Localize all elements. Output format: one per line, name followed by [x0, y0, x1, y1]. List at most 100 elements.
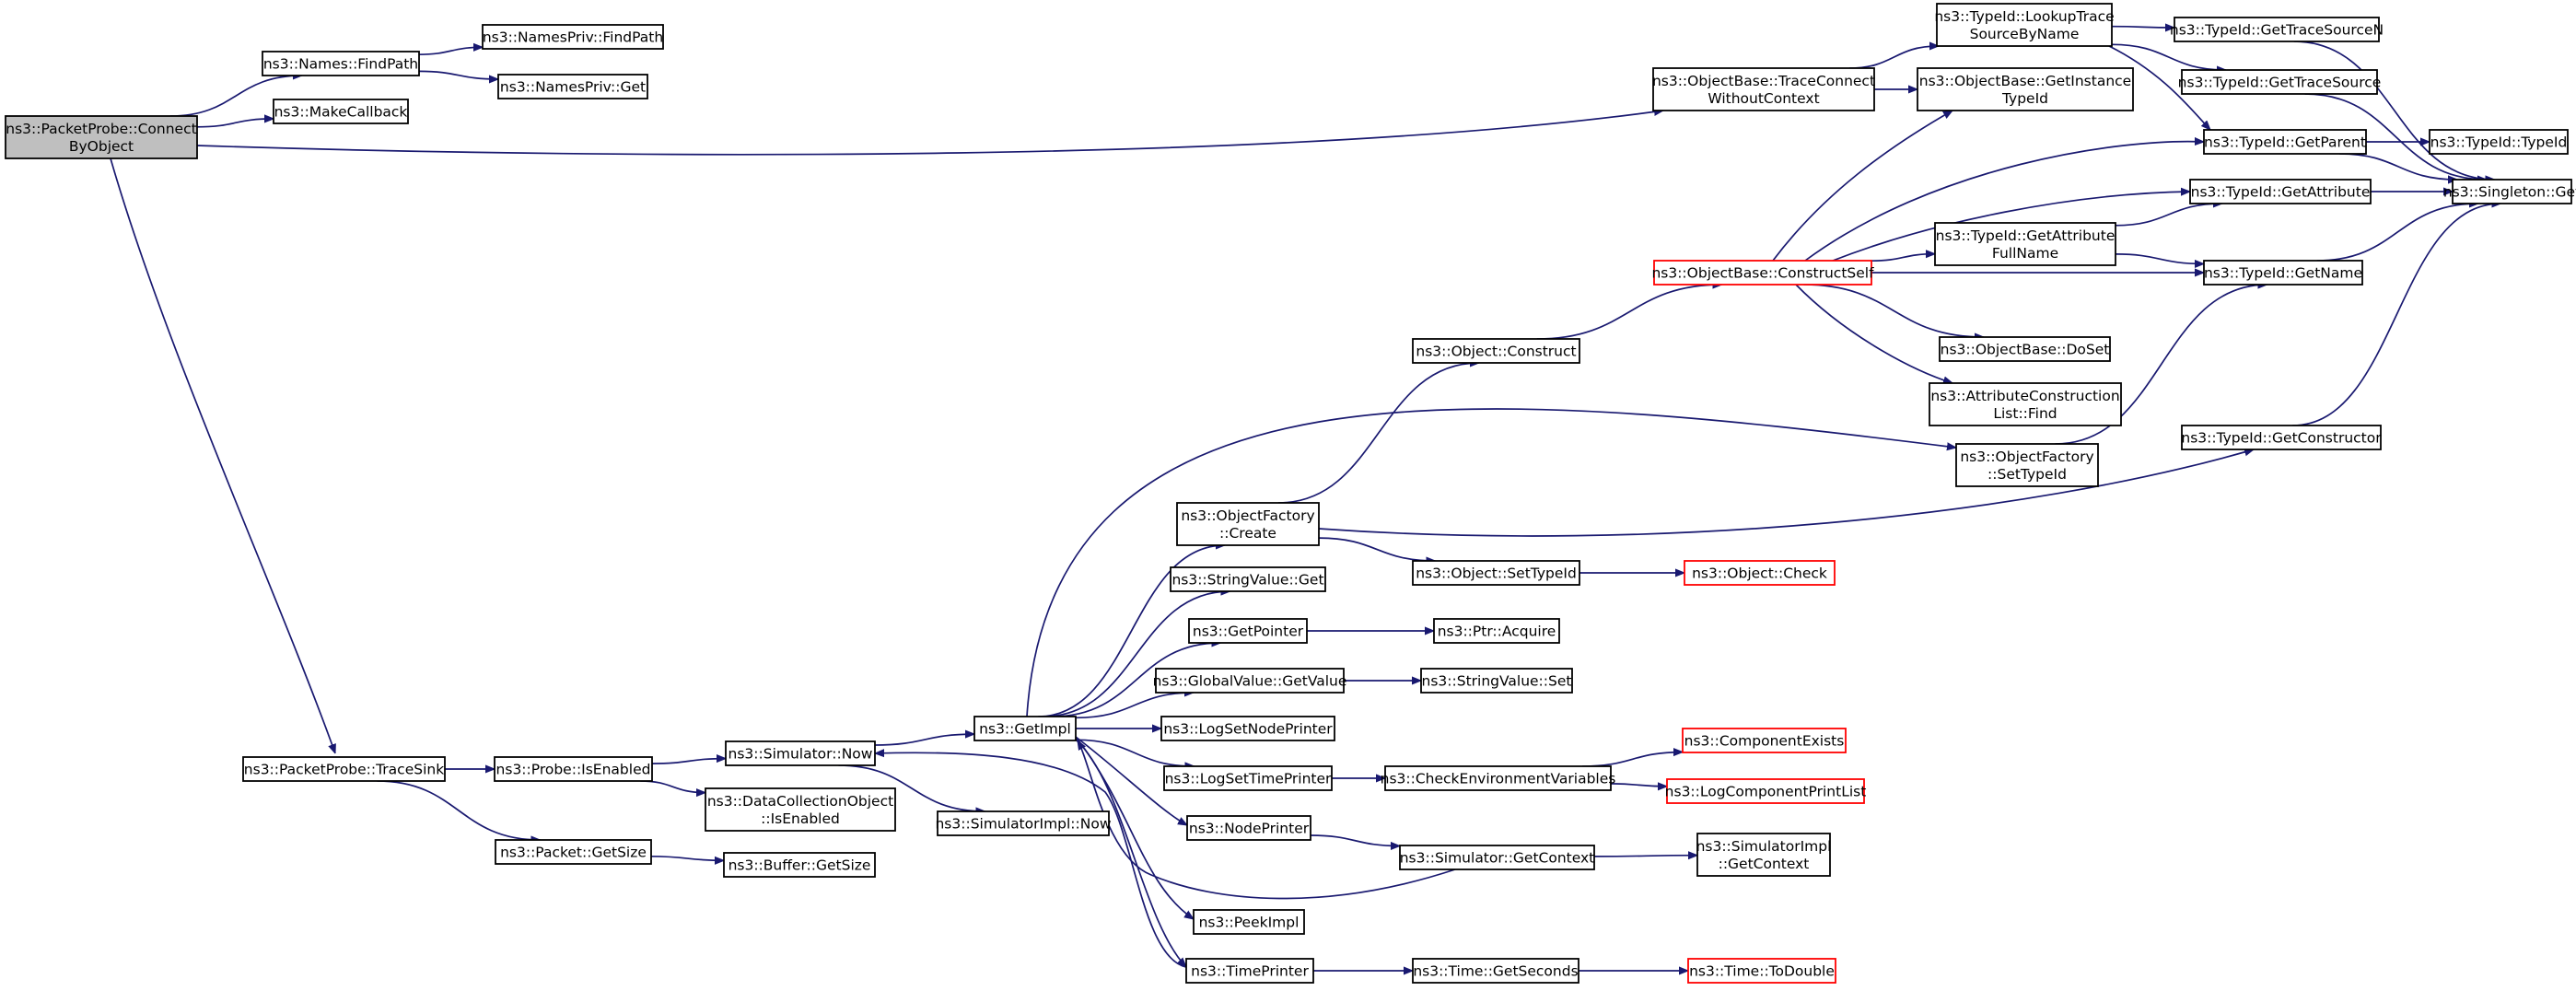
node-doset[interactable]: ns3::ObjectBase::DoSet — [1939, 336, 2111, 362]
node-label: ns3::Buffer::GetSize — [729, 857, 871, 874]
node-getpointer[interactable]: ns3::GetPointer — [1188, 618, 1308, 644]
node-objconstruct[interactable]: ns3::Object::Construct — [1412, 338, 1580, 364]
node-box — [1384, 765, 1612, 791]
edge-getimpl-to-ofcreate — [1038, 545, 1225, 717]
node-getimpl[interactable]: ns3::GetImpl — [973, 716, 1077, 741]
edge-line — [2293, 41, 2495, 180]
node-findpath[interactable]: ns3::Names::FindPath — [262, 51, 420, 76]
edge-probeisenabled-to-dcoisenabled — [640, 780, 705, 793]
edge-line — [1277, 363, 1479, 504]
edge-line — [1052, 643, 1221, 717]
node-label: ns3::Simulator::GetContext — [1400, 850, 1595, 867]
node-label: ns3::NamesPriv::FindPath — [483, 29, 663, 46]
node-objcheck[interactable]: ns3::Object::Check — [1684, 560, 1836, 586]
node-constructself[interactable]: ns3::ObjectBase::ConstructSelf — [1651, 260, 1874, 286]
node-dcoisenabled[interactable]: ns3::DataCollectionObject::IsEnabled — [705, 787, 896, 832]
node-timetodouble[interactable]: ns3::Time::ToDouble — [1687, 958, 1836, 984]
edge-line — [1077, 740, 1456, 900]
node-box — [497, 74, 648, 99]
node-objsettypeid[interactable]: ns3::Object::SetTypeId — [1412, 560, 1580, 586]
node-ofcreate[interactable]: ns3::ObjectFactory::Create — [1176, 502, 1320, 546]
node-probeisenabled[interactable]: ns3::Probe::IsEnabled — [494, 756, 653, 782]
node-getparent[interactable]: ns3::TypeId::GetParent — [2203, 129, 2367, 155]
node-box — [262, 51, 420, 76]
node-label: ns3::Singleton::Get — [2443, 184, 2576, 201]
node-typeid[interactable]: ns3::TypeId::TypeId — [2429, 129, 2569, 155]
node-logcomplist[interactable]: ns3::LogComponentPrintList — [1665, 778, 1867, 804]
node-label: ns3::LogComponentPrintList — [1665, 784, 1867, 800]
node-box — [1936, 3, 2113, 47]
node-box — [1170, 566, 1326, 592]
node-logsetnode[interactable]: ns3::LogSetNodePrinter — [1160, 716, 1335, 741]
node-strvalset[interactable]: ns3::StringValue::Set — [1420, 668, 1573, 694]
node-nprivget[interactable]: ns3::NamesPriv::Get — [497, 74, 648, 99]
node-label: ns3::TimePrinter — [1191, 963, 1309, 980]
edge-line — [1871, 254, 1935, 262]
edge-pktgetsize-to-bufgetsize — [650, 855, 724, 861]
node-simimplnow[interactable]: ns3::SimulatorImpl::Now — [935, 810, 1112, 836]
edge-line — [1318, 537, 1435, 561]
node-label: ns3::TypeId::GetParent — [2204, 134, 2366, 151]
edge-simgetctx-to-simimplgetctx — [1593, 856, 1697, 857]
node-label: ns3::ObjectFactory — [1960, 449, 2093, 465]
node-label: ns3::LogSetNodePrinter — [1163, 721, 1333, 738]
node-bufgetsize[interactable]: ns3::Buffer::GetSize — [723, 852, 876, 878]
node-box — [242, 756, 446, 782]
node-label: ns3::MakeCallback — [274, 104, 408, 121]
node-label: List::Find — [1993, 405, 2057, 422]
node-peekimpl[interactable]: ns3::PeekImpl — [1193, 909, 1305, 935]
node-label: ns3::StringValue::Get — [1171, 572, 1323, 589]
node-box — [1653, 260, 1872, 286]
node-tracesink[interactable]: ns3::PacketProbe::TraceSink — [242, 756, 446, 782]
node-simnow[interactable]: ns3::Simulator::Now — [725, 740, 876, 766]
edge-gettsn-to-singleton — [2293, 41, 2495, 180]
node-getts[interactable]: ns3::TypeId::GetTraceSource — [2178, 69, 2382, 95]
node-compexists[interactable]: ns3::ComponentExists — [1682, 728, 1847, 753]
node-label: ns3::PeekImpl — [1199, 915, 1300, 931]
node-box — [1433, 618, 1560, 644]
node-box — [1193, 909, 1305, 935]
node-pktgetsize[interactable]: ns3::Packet::GetSize — [495, 839, 652, 865]
node-label: ns3::AttributeConstruction — [1930, 388, 2119, 404]
node-getname[interactable]: ns3::TypeId::GetName — [2203, 260, 2363, 286]
node-simgetctx[interactable]: ns3::Simulator::GetContext — [1399, 845, 1595, 870]
node-timeprinter[interactable]: ns3::TimePrinter — [1185, 958, 1314, 984]
node-nprivfind[interactable]: ns3::NamesPriv::FindPath — [482, 24, 664, 50]
edge-simnow-to-getimpl — [874, 734, 974, 746]
node-getattr[interactable]: ns3::TypeId::GetAttribute — [2189, 179, 2372, 204]
edge-checkenv-to-logcomplist — [1610, 784, 1667, 787]
edge-line — [2108, 45, 2210, 130]
node-gettsn[interactable]: ns3::TypeId::GetTraceSourceN — [2170, 17, 2384, 42]
node-settypeid[interactable]: ns3::ObjectFactory::SetTypeId — [1955, 443, 2099, 487]
node-box — [2429, 129, 2569, 155]
node-label: ::IsEnabled — [761, 810, 840, 827]
node-gvgetvalue[interactable]: ns3::GlobalValue::GetValue — [1153, 668, 1347, 694]
node-makecb[interactable]: ns3::MakeCallback — [273, 99, 409, 124]
node-ptracquire[interactable]: ns3::Ptr::Acquire — [1433, 618, 1560, 644]
node-tcwc[interactable]: ns3::ObjectBase::TraceConnectWithoutCont… — [1652, 67, 1875, 111]
edge-line — [1318, 449, 2254, 537]
edge-getimpl-to-settypeid — [1026, 408, 1956, 717]
edge-findpath-to-nprivget — [418, 70, 498, 79]
node-box — [1185, 958, 1314, 984]
edges-layer — [110, 27, 2500, 971]
node-checkenv[interactable]: ns3::CheckEnvironmentVariables — [1381, 765, 1616, 791]
edge-timeprinter-to-simnow — [875, 752, 1187, 968]
node-strvalget[interactable]: ns3::StringValue::Get — [1170, 566, 1326, 592]
edge-line — [1804, 142, 2204, 262]
node-singleton[interactable]: ns3::Singleton::Get — [2443, 179, 2576, 204]
node-label: ns3::PacketProbe::Connect — [6, 121, 196, 137]
edge-probeisenabled-to-simnow — [651, 759, 726, 764]
node-logsettime[interactable]: ns3::LogSetTimePrinter — [1163, 765, 1333, 791]
node-timegetsec[interactable]: ns3::Time::GetSeconds — [1412, 958, 1579, 984]
node-nodeprinter[interactable]: ns3::NodePrinter — [1186, 815, 1311, 841]
node-box — [1917, 67, 2134, 111]
node-simimplgetctx[interactable]: ns3::SimulatorImpl::GetContext — [1696, 833, 1832, 877]
node-getctor[interactable]: ns3::TypeId::GetConstructor — [2181, 425, 2382, 450]
edge-getparent-to-singleton — [2339, 153, 2457, 180]
